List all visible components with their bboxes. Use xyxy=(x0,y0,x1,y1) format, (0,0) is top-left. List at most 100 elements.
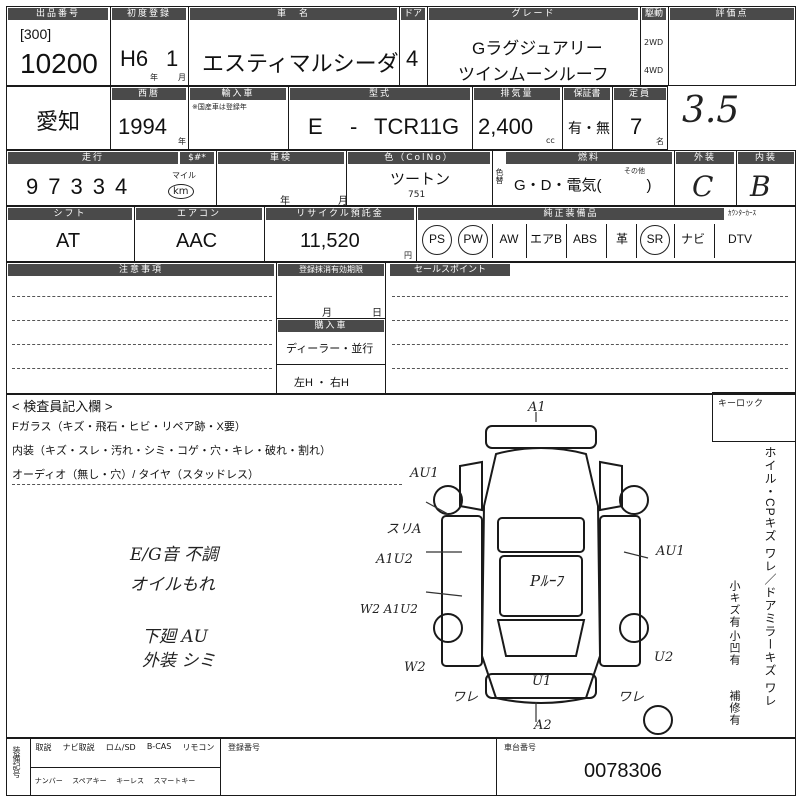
fuel-label: 燃料 xyxy=(506,152,672,164)
mark-u2: U2 xyxy=(654,650,674,665)
steering-value: 左H ・ 右H xyxy=(294,377,349,389)
first-reg-era: H6 xyxy=(120,46,149,71)
shift-label: シフト xyxy=(8,208,132,220)
row2-frame xyxy=(6,86,668,150)
car-right-side xyxy=(599,515,641,667)
mark-a1u2: A1U2 xyxy=(376,552,413,567)
mark-roof: Pﾙｰﾌ xyxy=(530,572,563,590)
mark-u1: U1 xyxy=(532,674,552,689)
fuel-other: その他 xyxy=(624,167,645,175)
row3-frame xyxy=(6,150,796,206)
footer-item: 取説 xyxy=(35,743,52,752)
displacement-label: 排気量 xyxy=(474,88,560,100)
inspector-line2: 内装（キズ・スレ・汚れ・シミ・コゲ・穴・キレ・破れ・割れ） xyxy=(12,445,331,457)
mileage-label: 走行 xyxy=(8,152,178,164)
mark-a1: A1 xyxy=(528,400,546,415)
doors-value: 4 xyxy=(406,46,419,71)
mileage-digit: 7 xyxy=(48,174,61,199)
equipment-sr: SR xyxy=(638,224,672,255)
purchase-label: 購入車 xyxy=(278,320,384,332)
footer-item: B-CAS xyxy=(146,742,172,751)
inspection-label: 車検 xyxy=(218,152,344,164)
year-label: 西暦 xyxy=(112,88,186,100)
notes-frame xyxy=(6,262,796,394)
wheel-rear-left xyxy=(433,613,463,643)
region: 愛知 xyxy=(36,109,81,134)
capacity-label: 定員 xyxy=(614,88,666,100)
vertical-small-2: 小凹有 xyxy=(728,630,740,666)
color-change-label: 色替 xyxy=(495,168,504,184)
inspector-line3: オーディオ（無し・穴）/ タイヤ（スタッドレス） xyxy=(12,469,260,481)
color-value: ツートン xyxy=(390,171,451,188)
grade-line2: ツインムーンルーフ xyxy=(458,65,609,84)
mileage-digit: 3 xyxy=(70,174,83,199)
equipment-abs: ABS xyxy=(572,232,597,246)
aircon-value: AAC xyxy=(176,230,218,252)
first-reg-label: 初度登録 xyxy=(112,8,186,20)
row1-frame xyxy=(6,6,796,86)
wheel-front-right xyxy=(619,485,649,515)
mileage-digits: 9 7 3 3 4 xyxy=(26,174,127,200)
first-reg-month: 1 xyxy=(166,46,179,71)
drive-4wd: 4WD xyxy=(644,66,664,75)
lot-number: 10200 xyxy=(20,48,98,79)
reg-day: 日 xyxy=(372,308,382,319)
score-value: 3.5 xyxy=(682,90,740,131)
spare-wheel xyxy=(643,705,673,735)
color-label: 色（ColNo） xyxy=(348,152,490,164)
grade-line1: Gラグジュアリー xyxy=(472,39,603,58)
car-right-mirror xyxy=(599,460,623,512)
import-label: 輸入車 xyxy=(190,88,286,100)
color-no: 751 xyxy=(408,190,426,200)
mileage-digit: 4 xyxy=(115,174,128,199)
year-value: 1994 xyxy=(118,114,167,139)
footer-row2: ナンバー スペアキー キーレス スマートキー xyxy=(30,776,200,786)
footer-item: スマートキー xyxy=(153,777,196,785)
doors-label: ドア xyxy=(401,8,425,20)
type-code: TCR11G xyxy=(374,114,460,139)
handwritten-note-4: 外装 シミ xyxy=(142,651,216,671)
purchase-value: ディーラー・並行 xyxy=(286,343,374,355)
car-left-mirror xyxy=(459,460,483,512)
caution-label: 注意事項 xyxy=(8,264,274,276)
recycle-value: 11,520 xyxy=(300,230,360,252)
inspection-year-unit: 年 xyxy=(280,196,290,207)
interior-label: 内装 xyxy=(738,152,794,164)
displacement-unit: cc xyxy=(546,136,555,145)
car-damage-diagram xyxy=(425,412,673,735)
mark-w2: W2 xyxy=(404,660,426,675)
wheel-rear-right xyxy=(619,613,649,643)
wheel-front-left xyxy=(433,485,463,515)
footer-item: ナンバー xyxy=(34,777,63,785)
car-left-side xyxy=(441,515,483,667)
carcounter-label: ｶｳﾝﾀｰｶｰｽ xyxy=(728,209,756,217)
shift-value: AT xyxy=(56,230,81,252)
score-label: 評価点 xyxy=(670,8,794,20)
mark-w2a1u2: W2 A1U2 xyxy=(360,602,418,616)
car-rear-bumper xyxy=(485,673,597,699)
type-label: 型式 xyxy=(290,88,470,100)
reg-deadline-label: 登録抹消有効期限 xyxy=(278,264,384,276)
mileage-digit: 3 xyxy=(92,174,105,199)
car-roof xyxy=(499,555,583,617)
import-note: ※国産車は登録年 xyxy=(192,103,247,111)
type-dash: - xyxy=(350,114,358,139)
reg-no-label: 登録番号 xyxy=(228,743,260,752)
displacement: 2,400 xyxy=(478,114,534,139)
mark-ware-left: ワレ xyxy=(452,690,479,705)
mileage-digit: 9 xyxy=(26,174,39,199)
capacity: 7 xyxy=(630,114,643,139)
chassis-number: 0078306 xyxy=(584,760,662,782)
keylock-label: キーロック xyxy=(718,399,764,409)
drive-2wd: 2WD xyxy=(644,38,664,47)
inspector-line1: Fガラス（キズ・飛石・ヒビ・リペア跡・X要） xyxy=(12,421,246,433)
keylock-box xyxy=(712,392,796,442)
handwritten-note-2: オイルもれ xyxy=(130,575,215,595)
vertical-damage-text: ホイル・CPキズ ワレ／ドアミラーキズ ワレ xyxy=(763,446,777,708)
handwritten-note-1: E/G音 不調 xyxy=(130,545,219,565)
year-unit-2: 年 xyxy=(178,137,186,146)
footer-item: スペアキー xyxy=(72,777,107,785)
km-label: km xyxy=(168,184,194,199)
lot-label: 出品番号 xyxy=(8,8,108,20)
fuel-options: G・D・電気( ) xyxy=(514,177,652,194)
